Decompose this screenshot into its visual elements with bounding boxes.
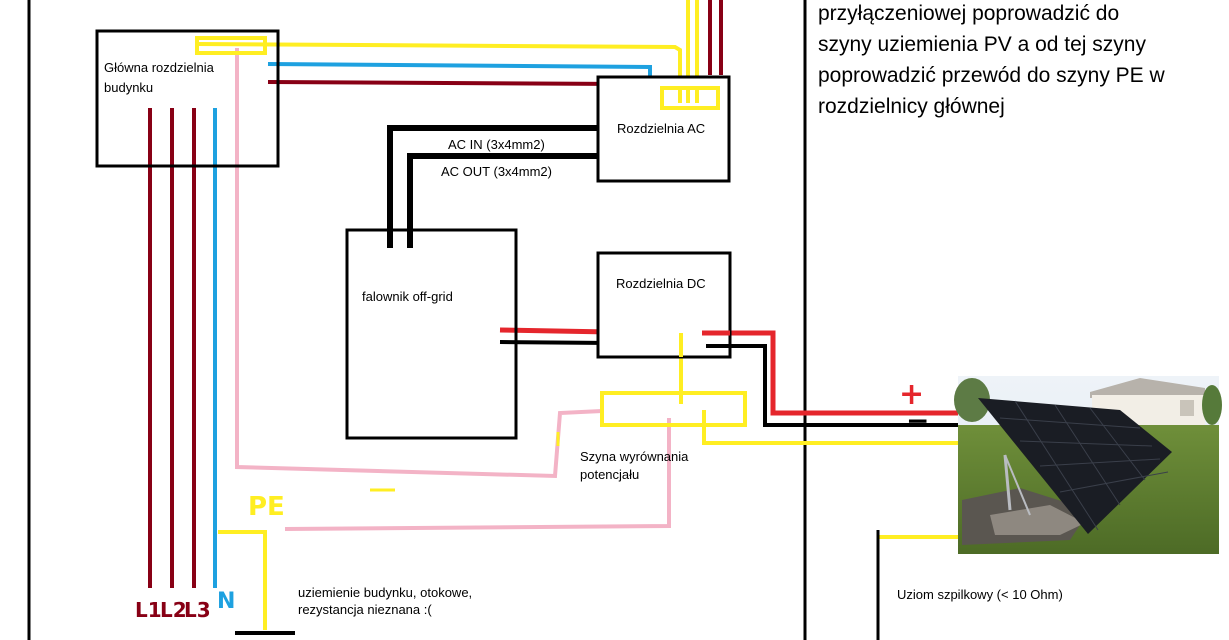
wire-dc-minus-pv [706,344,962,427]
wire-pe-top [196,42,682,100]
minus-marker: − [906,404,929,437]
note-line-2: szyny uziemienia PV a od tej szyny [818,33,1146,56]
ac-panel-label: Rozdzielnia AC [617,121,705,136]
wire-dc-minus-inv [499,340,611,345]
note-line-1: przyłączeniowej poprowadzić do [818,2,1119,25]
wire-pe-pv [702,410,962,445]
main-panel-box [95,29,280,168]
inverter-label: falownik off-grid [362,289,453,304]
wire-dc-plus-inv [499,327,611,335]
busbar-label-1: Szyna wyrównania [580,449,689,464]
wire-pink-pe [284,418,671,531]
plus-marker: + [899,377,924,412]
rod-ground-label: Uziom szpilkowy (< 10 Ohm) [897,587,1063,602]
n-marker: N [217,589,235,614]
l3-marker: L3 [184,598,211,622]
l1-marker: L1 [135,598,162,622]
building-ground-label-1: uziemienie budynku, otokowe, [298,585,472,600]
note-line-3: poprowadzić przewód do szyny PE w [818,64,1165,87]
main-panel-label-2: budynku [104,80,153,95]
l2-marker: L2 [160,598,187,622]
wire-pink-main [235,48,603,479]
busbar-box [600,391,747,427]
note-line-4: rozdzielnicy głównej [818,95,1005,118]
dc-panel-label: Rozdzielnia DC [616,276,706,291]
wire-phase-to-ac [267,80,626,95]
inverter-box [345,228,518,440]
wire-ac-out [407,153,612,248]
wire-dc-plus-pv [702,330,962,416]
ac-in-label: AC IN (3x4mm2) [448,137,545,152]
building-ground-label-2: rezystancja nieznana :( [298,602,432,617]
dc-panel-box [596,251,732,359]
ac-out-label: AC OUT (3x4mm2) [441,164,552,179]
wire-pe-building [218,530,267,630]
main-panel-pe-terminal [195,36,267,55]
main-panel-label-1: Główna rozdzielnia [104,60,215,75]
busbar-label-2: potencjału [580,467,639,482]
solar-panel-photo [954,376,1222,554]
wire-ac-in [387,125,612,248]
pe-marker: PE [248,492,285,522]
